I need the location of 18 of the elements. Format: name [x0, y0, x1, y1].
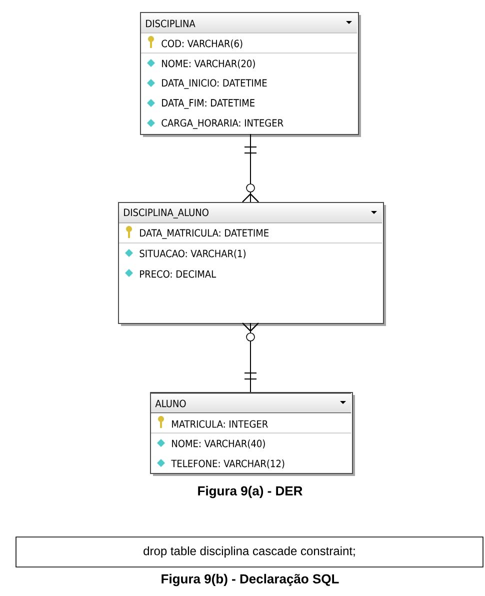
statement-box: drop table disciplina cascade constraint;	[16, 536, 484, 568]
table-header: DISCIPLINA_ALUNO	[119, 203, 382, 223]
field-row: DATA_FIM: DATETIME	[162, 99, 254, 109]
field-row: DATA_MATRICULA: DATETIME	[140, 229, 268, 239]
table-header: ALUNO	[151, 393, 351, 413]
figure-caption: Figura 9(a) - DER	[198, 486, 302, 498]
field-row: TELEFONE: VARCHAR(12)	[171, 460, 284, 468]
field-row: CARGA_HORARIA: INTEGER	[162, 119, 284, 129]
table-header: DISCIPLINA	[141, 13, 357, 33]
field-row: DATA_INICIO: DATETIME	[162, 79, 267, 89]
field-row: MATRICULA: INTEGER	[172, 420, 268, 428]
relationship-line	[242, 134, 259, 202]
field-row: NOME: VARCHAR(20)	[162, 60, 255, 68]
relationship-line	[242, 322, 259, 392]
field-row: PRECO: DECIMAL	[140, 270, 216, 278]
field-row: SITUACAO: VARCHAR(1)	[140, 250, 246, 258]
field-row: COD: VARCHAR(6)	[162, 40, 242, 48]
field-row: NOME: VARCHAR(40)	[172, 440, 265, 448]
